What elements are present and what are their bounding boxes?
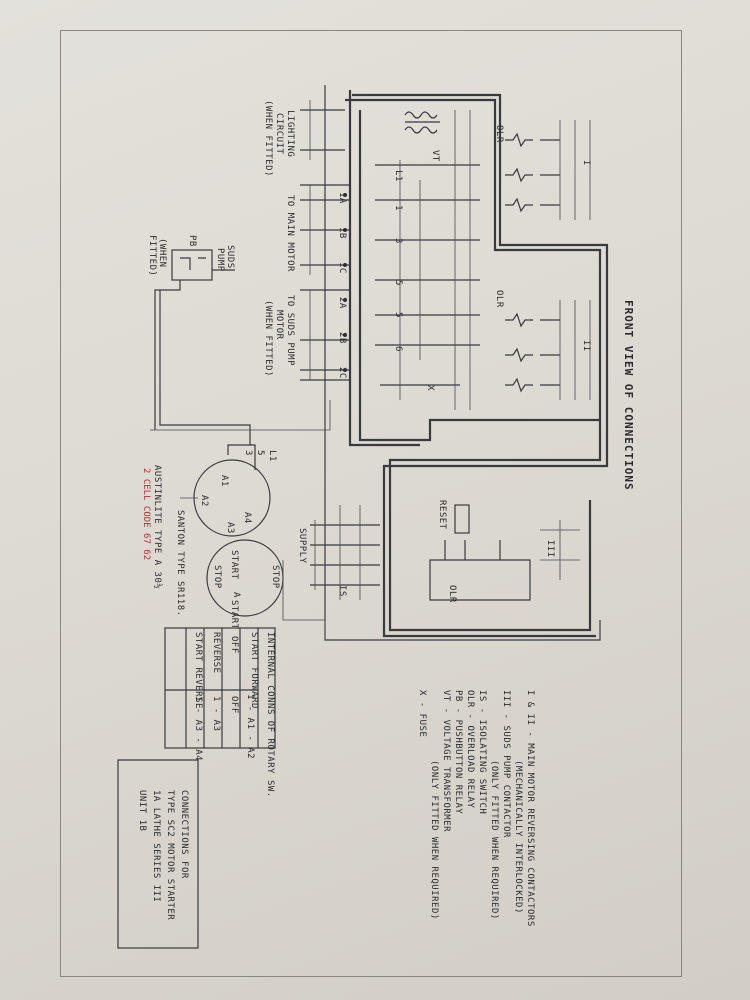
suds-pump-line1: SUDS [225,245,235,269]
caption-box: CONNECTIONS FOR TYPE SC2 MOTOR STARTER 1… [117,759,199,949]
lighting-line2: CIRCUIT [274,113,284,155]
starter-5: 5 [255,450,265,456]
terminal-2a: 2A [337,297,347,309]
row3-col2: 1 - A3 [211,696,221,732]
terminal-1a: 1A [337,192,347,204]
terminal-5b: 5 [393,312,403,318]
caption-line-2: TYPE SC2 MOTOR STARTER [165,790,175,920]
starter-l1: L1 [267,450,277,462]
suds-motor-line1: TO SUDS PUMP [285,295,295,366]
legend-line-5: IS - ISOLATING SWITCH [477,690,487,814]
starter-stop-1: STOP [212,565,222,589]
pushbutton-box [150,249,331,445]
control-terminals: L1 1 3 5 5 6 X [393,170,435,391]
voltage-transformer: VT [404,111,440,162]
santon-note: SANTON TYPE SR118. [175,510,185,617]
starter-start-1: START [229,550,239,580]
rotary-switch: L1 5 3 A1 A2 A4 A3 START STOP A STOP STA… [180,444,326,640]
fuse-x: X [425,385,435,391]
isolating-switch-label: IS [337,585,347,597]
terminal-5: 5 [393,280,403,286]
lighting-line1: LIGHTING [285,110,295,157]
legend-line-3: III - SUDS PUMP CONTACTOR [501,690,511,838]
motor-terminals: 1A 1B 1C 2A 2B 2C [337,192,347,379]
olr-label-2: OLR [494,290,504,308]
olr-label-1: OLR [494,125,504,143]
terminal-2c: 2C [337,367,347,379]
row2-col1: OFF [229,636,239,654]
overload-relay-mid: OLR II [494,290,591,400]
austinlite-note-2: 2 CELL CODE 67 62 [141,468,151,560]
contactor-ii: II [581,340,591,352]
terminal-3: 3 [393,238,403,244]
suds-motor-line2: MOTOR [274,310,284,340]
starter-a: A [231,592,241,598]
starter-stop-2: STOP [270,565,280,589]
pushbutton-label: PB [187,235,197,247]
starter-start-2: START [229,600,239,630]
caption-line-3: 1A LATHE SERIES III [151,790,161,902]
supply-label: SUPPLY [297,528,307,564]
circuit-labels: LIGHTING CIRCUIT (WHEN FITTED) TO MAIN M… [147,100,316,590]
terminal-1: 1 [393,205,403,211]
starter-a2: A2 [199,495,209,507]
legend-line-7: PB - PUSHBUTTON RELAY [453,690,463,814]
when-fitted-line1: (WHEN [157,238,167,268]
legend-line-6: OLR - OVERLOAD RELAY [465,690,475,808]
caption-line-1: CONNECTIONS FOR [179,790,189,879]
vt-label: VT [430,150,440,162]
row1-col2: 1 - A1 - A2 [245,694,255,759]
when-fitted-line2: FITTED) [147,235,157,276]
main-motor-label: TO MAIN MOTOR [285,195,295,272]
row3-col1: REVERSE [211,632,221,673]
legend: I & II - MAIN MOTOR REVERSING CONTACTORS… [417,690,535,927]
rotary-table: INTERNAL CONNS OF ROTARY SW. START FORWA… [164,627,276,798]
table-header: INTERNAL CONNS OF ROTARY SW. [265,632,275,798]
suds-pump-line2: PUMP [215,248,225,272]
caption-line-4: UNIT 1B [137,790,147,831]
contactor-i: I [581,160,591,166]
legend-line-1: I & II - MAIN MOTOR REVERSING CONTACTORS [525,690,535,927]
terminal-1c: 1C [337,262,347,274]
starter-a4: A4 [242,512,252,524]
row2-col2: OFF [229,696,239,714]
switch-notes: AUSTINLITE TYPE A 30½ 2 CELL CODE 67 62 … [141,465,185,617]
legend-line-10: X - FUSE [417,690,427,737]
starter-3: 3 [243,450,253,456]
suds-motor-line3: (WHEN FITTED) [263,300,273,377]
terminal-1b: 1B [337,227,347,239]
lighting-line3: (WHEN FITTED) [263,100,273,177]
legend-line-4: (ONLY FITTED WHEN REQUIRED) [489,760,499,920]
diagram-title: FRONT VIEW OF CONNECTIONS [622,300,635,491]
main-wiring [300,85,609,641]
row4-col1: START REVERSE [193,632,203,709]
legend-line-8: VT - VOLTAGE TRANSFORMER [441,690,451,832]
legend-line-9: (ONLY FITTED WHEN REQUIRED) [429,760,439,920]
terminal-l1: L1 [393,170,403,182]
suds-pump-section: RESET OLR III IS [310,500,580,603]
starter-a3: A3 [225,522,235,534]
reset-label: RESET [437,500,447,530]
contactor-iii: III [545,540,555,558]
legend-line-2: (MECHANICALLY INTERLOCKED) [513,760,523,914]
terminal-2b: 2B [337,332,347,344]
overload-relay-top: OLR I [494,120,591,220]
drawing-border [60,30,682,977]
row1-col1: START FORWARD [249,632,259,709]
austinlite-note-1: AUSTINLITE TYPE A 30½ [152,465,163,589]
olr-label-3: OLR [447,585,457,603]
starter-a1: A1 [219,475,229,487]
row4-col2: 1 - A3 - A4 [193,696,203,761]
terminal-6: 6 [393,346,403,352]
